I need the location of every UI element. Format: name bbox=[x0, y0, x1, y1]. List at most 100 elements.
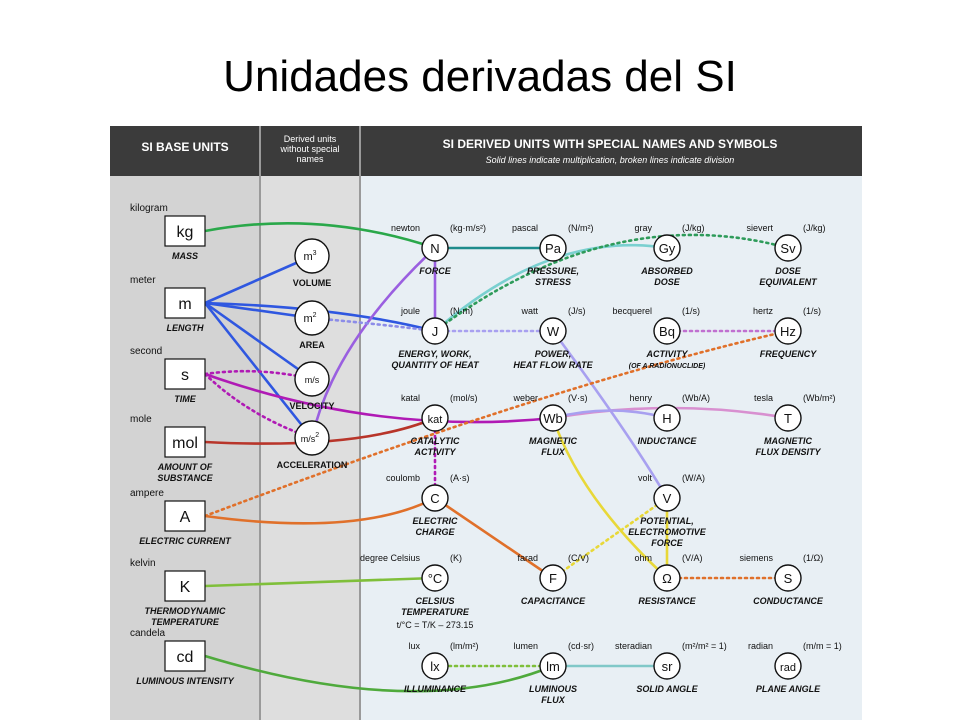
slide-title: Unidades derivadas del SI bbox=[223, 52, 737, 101]
base-unit-symbol: m bbox=[178, 296, 191, 313]
unit-quantity: FLUX bbox=[541, 695, 565, 705]
unit-name: sievert bbox=[746, 223, 773, 233]
unit-symbol: F bbox=[549, 571, 557, 586]
unnamed-unit-symbol: m2 bbox=[303, 312, 316, 325]
link-acc-to-N bbox=[310, 246, 437, 440]
unit-symbol: sr bbox=[662, 659, 674, 674]
unit-symbol: S bbox=[784, 571, 793, 586]
unit-quantity: CHARGE bbox=[415, 527, 455, 537]
unit-definition: (J/kg) bbox=[682, 223, 705, 233]
base-unit-symbol: K bbox=[180, 579, 191, 596]
unit-definition: (J/kg) bbox=[803, 223, 826, 233]
base-unit-quantity: SUBSTANCE bbox=[157, 473, 213, 483]
link-J-to-Sv bbox=[433, 233, 791, 333]
unit-name: watt bbox=[520, 306, 538, 316]
unit-quantity: CONDUCTANCE bbox=[753, 596, 824, 606]
unit-formula: t/°C = T/K – 273.15 bbox=[397, 620, 474, 630]
unnamed-unit-symbol: m/s2 bbox=[301, 432, 320, 444]
unit-definition: (kg·m/s²) bbox=[450, 223, 486, 233]
unit-quantity: MAGNETIC bbox=[529, 436, 577, 446]
unit-quantity: DOSE bbox=[775, 266, 802, 276]
link-A-to-C bbox=[203, 496, 438, 525]
unit-quantity: FORCE bbox=[651, 538, 683, 548]
unit-definition: (m/m = 1) bbox=[803, 641, 842, 651]
unit-symbol: Hz bbox=[780, 324, 796, 339]
special-header: SI DERIVED UNITS WITH SPECIAL NAMES AND … bbox=[443, 137, 778, 151]
unit-definition: (W/A) bbox=[682, 473, 705, 483]
unit-quantity: LUMINOUS bbox=[529, 684, 577, 694]
unit-symbol: T bbox=[784, 411, 792, 426]
unit-symbol: kat bbox=[428, 414, 443, 426]
unnamed-unit-label: AREA bbox=[299, 340, 325, 350]
unit-name: lumen bbox=[513, 641, 538, 651]
unit-quantity: EQUIVALENT bbox=[759, 277, 818, 287]
unit-name: gray bbox=[634, 223, 652, 233]
unit-symbol: Gy bbox=[659, 241, 676, 256]
unit-symbol: C bbox=[430, 491, 439, 506]
unit-name: newton bbox=[391, 223, 420, 233]
unit-quantity: ELECTRIC bbox=[413, 516, 459, 526]
unit-quantity: ACTIVITY bbox=[413, 447, 456, 457]
unit-definition: (J/s) bbox=[568, 306, 586, 316]
base-unit-symbol: kg bbox=[177, 224, 194, 241]
derived-header-line-1: Derived units bbox=[284, 134, 337, 144]
base-unit-symbol: A bbox=[180, 509, 191, 526]
link-cd-to-lm bbox=[203, 654, 556, 693]
unit-quantity: CAPACITANCE bbox=[521, 596, 586, 606]
link-Wb-to-Ohm bbox=[551, 416, 669, 580]
unit-definition: (Wb/m²) bbox=[803, 393, 836, 403]
unit-symbol: Wb bbox=[543, 411, 563, 426]
unit-definition: (V·s) bbox=[568, 393, 588, 403]
unnamed-unit-label: VELOCITY bbox=[289, 401, 334, 411]
derived-header-line-2: without special bbox=[279, 144, 339, 154]
base-header: SI BASE UNITS bbox=[141, 140, 228, 154]
unit-definition: (m²/m² = 1) bbox=[682, 641, 727, 651]
unit-quantity: POTENTIAL, bbox=[640, 516, 694, 526]
unit-quantity: DOSE bbox=[654, 277, 681, 287]
unit-symbol: °C bbox=[428, 571, 443, 586]
unit-name: joule bbox=[400, 306, 420, 316]
unit-quantity: FLUX bbox=[541, 447, 565, 457]
unit-quantity: PLANE ANGLE bbox=[756, 684, 821, 694]
unit-definition: (K) bbox=[450, 553, 462, 563]
link-s-to-Wb bbox=[203, 372, 556, 426]
base-unit-symbol: cd bbox=[177, 649, 194, 666]
base-unit-quantity: ELECTRIC CURRENT bbox=[139, 536, 232, 546]
link-area-to-J bbox=[310, 316, 438, 337]
unit-symbol: N bbox=[430, 241, 439, 256]
unit-quantity: CELSIUS bbox=[415, 596, 454, 606]
unit-definition: (Wb/A) bbox=[682, 393, 710, 403]
unit-definition: (1/s) bbox=[803, 306, 821, 316]
base-unit-name: candela bbox=[130, 628, 165, 639]
unit-name: lux bbox=[408, 641, 420, 651]
base-unit-name: kelvin bbox=[130, 558, 156, 569]
unit-definition: (N/m²) bbox=[568, 223, 594, 233]
header-bar bbox=[110, 126, 862, 176]
unit-name: radian bbox=[748, 641, 773, 651]
unit-quantity: HEAT FLOW RATE bbox=[513, 360, 593, 370]
base-unit-quantity: THERMODYNAMIC bbox=[145, 606, 226, 616]
unit-quantity: QUANTITY OF HEAT bbox=[391, 360, 480, 370]
unit-symbol: V bbox=[663, 491, 672, 506]
unit-symbol: rad bbox=[780, 662, 796, 674]
unit-name: volt bbox=[638, 473, 653, 483]
